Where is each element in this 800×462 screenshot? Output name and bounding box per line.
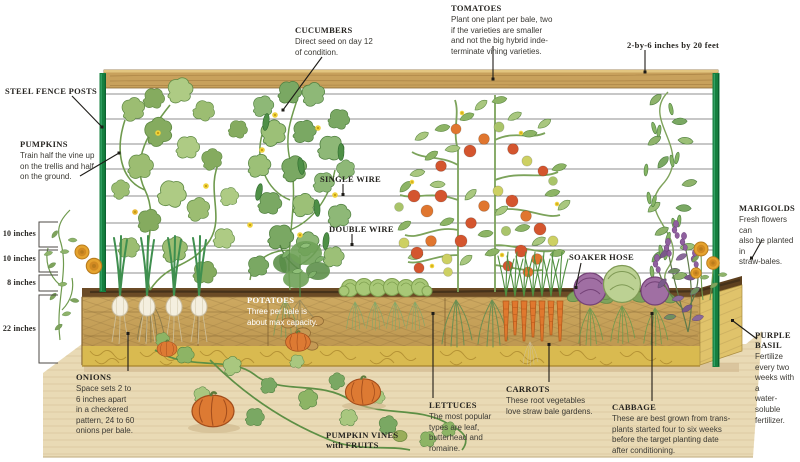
steel-fence-posts-title: STEEL FENCE POSTS [5,86,98,96]
trellis-board [103,69,719,89]
pumpkin-trellis-vine [108,77,251,291]
label-onions: ONIONS Space sets 2 to 6 inches apart in… [76,372,148,437]
marigolds-body: Fresh flowers can also be planted in str… [739,215,794,267]
cabbage-row [566,264,677,306]
steel-post-right [712,73,720,367]
label-pumpkins: PUMPKINS Train half the vine up on the t… [20,139,102,183]
label-steel-fence-posts: STEEL FENCE POSTS [5,86,105,96]
onion-plants [111,235,208,345]
measurement-bale-height: 22 inches [2,324,36,333]
label-tomatoes: TOMATOES Plant one plant per bale, two i… [451,3,566,57]
label-cabbage: CABBAGE These are best grown from trans-… [612,402,747,456]
measurement-wire-gap-mid: 10 inches [2,254,36,263]
cucumbers-body: Direct seed on day 12 of condition. [295,37,373,57]
tomatoes-body: Plant one plant per bale, two if the var… [451,15,553,56]
cabbage-title: CABBAGE [612,402,657,412]
board-size-title: 2-by-6 inches by 20 feet [627,40,720,50]
measurement-wire-gap-bottom: 8 inches [7,278,36,287]
carrots-title: CARROTS [506,384,550,394]
measurement-wire-gap-top: 10 inches [2,229,36,238]
lettuces-title: LETTUCES [429,400,477,410]
label-potatoes: POTATOES Three per bale is about max cap… [247,295,337,328]
purple-basil-body: Fertilize every two weeks with a water-s… [755,352,795,425]
label-carrots: CARROTS These root vegetables love straw… [506,384,606,417]
purple-basil-title: PURPLE BASIL [755,330,791,350]
lettuce-row [338,278,433,297]
onions-body: Space sets 2 to 6 inches apart in a chec… [76,384,135,436]
label-pumpkin-vines: PUMPKIN VINES with FRUITS [326,430,411,450]
leader-lines [71,46,763,401]
carrot-patch [497,251,569,342]
carrots-body: These root vegetables love straw bale ga… [506,396,593,416]
pumpkin-vines-title: PUMPKIN VINES with FRUITS [326,430,399,450]
label-cucumbers: CUCUMBERS Direct seed on day 12 of condi… [295,25,385,58]
label-marigolds: MARIGOLDS Fresh flowers can also be plan… [739,203,799,268]
label-double-wire: DOUBLE WIRE [329,224,401,234]
label-board-size: 2-by-6 inches by 20 feet [627,40,742,50]
marigold-plant-left [43,209,103,341]
marigolds-title: MARIGOLDS [739,203,796,213]
double-wire-title: DOUBLE WIRE [329,224,394,234]
steel-post-left [99,73,106,292]
potatoes-body: Three per bale is about max capacity. [247,307,318,327]
cucumber-plant [247,78,359,291]
potato-plant [273,241,330,351]
label-purple-basil: PURPLE BASIL Fertilize every two weeks w… [755,330,800,426]
ground-pumpkin-vines [154,330,467,451]
cucumbers-title: CUCUMBERS [295,25,353,35]
measurement-brackets [38,221,58,364]
lettuces-body: The most popular types are leaf, butterh… [429,412,492,453]
purple-basil-plant [652,219,705,333]
label-lettuces: LETTUCES The most popular types are leaf… [429,400,501,454]
potatoes-title: POTATOES [247,295,295,305]
label-soaker-hose: SOAKER HOSE [569,252,641,262]
tomatoes-title: TOMATOES [451,3,502,13]
bean-vine [643,91,698,293]
pumpkins-body: Train half the vine up on the trellis an… [20,151,95,182]
pumpkins-title: PUMPKINS [20,139,68,149]
tomato-plants [394,94,573,292]
soaker-hose-title: SOAKER HOSE [569,252,634,262]
marigold-plant-right [690,241,728,301]
single-wire-title: SINGLE WIRE [320,174,382,184]
cabbage-body: These are best grown from trans- plants … [612,414,731,455]
onions-title: ONIONS [76,372,112,382]
label-single-wire: SINGLE WIRE [320,174,390,184]
